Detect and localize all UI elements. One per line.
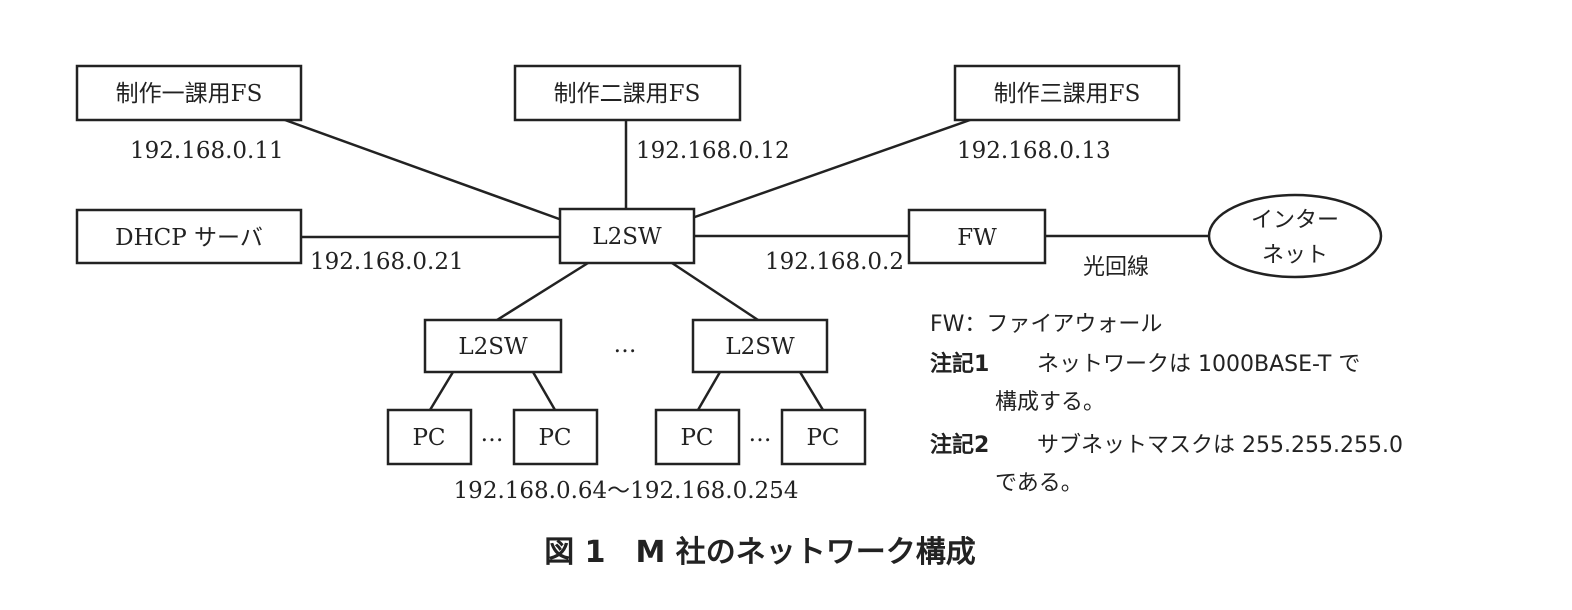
fw-node: FW bbox=[907, 208, 1047, 265]
link-fs3 bbox=[691, 118, 971, 220]
note1-line2: 構成する。 bbox=[995, 390, 1105, 415]
core-switch-label: L2SW bbox=[592, 224, 662, 250]
core-switch-node: L2SW bbox=[558, 207, 696, 265]
links bbox=[284, 118, 1209, 411]
switch-left-label: L2SW bbox=[458, 334, 528, 360]
link-pc bbox=[428, 371, 455, 411]
dhcp-label: DHCP サーバ bbox=[115, 225, 263, 251]
notes: FW：ファイアウォール 注記1 ネットワークは 1000BASE-T で 構成す… bbox=[930, 312, 1403, 496]
link-pc bbox=[531, 371, 557, 411]
link-pc bbox=[696, 371, 722, 411]
internet-label-line2: ネット bbox=[1262, 243, 1328, 268]
pc-address-range: 192.168.0.64～192.168.0.254 bbox=[454, 478, 799, 504]
pc-label: PC bbox=[538, 425, 571, 451]
switch-right-label: L2SW bbox=[725, 334, 795, 360]
link-fs1 bbox=[284, 118, 563, 222]
internet-label-line1: インター bbox=[1251, 208, 1339, 233]
fw-address: 192.168.0.2 bbox=[765, 249, 904, 275]
note2-line1: サブネットマスクは 255.255.255.0 bbox=[1037, 433, 1403, 458]
fs1-address: 192.168.0.11 bbox=[130, 138, 284, 164]
pc-node: PC bbox=[512, 408, 599, 466]
switch-right-node: L2SW bbox=[691, 318, 829, 374]
note2-label: 注記2 bbox=[930, 432, 989, 458]
pc-node: PC bbox=[386, 408, 473, 466]
pc-label: PC bbox=[806, 425, 839, 451]
pc-ellipsis: … bbox=[481, 421, 504, 447]
fs2-address: 192.168.0.12 bbox=[636, 138, 790, 164]
optical-line-label: 光回線 bbox=[1083, 255, 1149, 280]
fs1-label: 制作一課用FS bbox=[116, 81, 263, 107]
note1-label: 注記1 bbox=[930, 351, 989, 377]
dhcp-node: DHCP サーバ bbox=[75, 208, 303, 265]
fs1-node: 制作一課用FS bbox=[75, 64, 303, 122]
fw-label: FW bbox=[957, 225, 997, 251]
pc-ellipsis: … bbox=[749, 421, 772, 447]
note1-line1: ネットワークは 1000BASE-T で bbox=[1037, 352, 1360, 377]
link-switch-right bbox=[671, 261, 759, 322]
fs3-label: 制作三課用FS bbox=[994, 81, 1141, 107]
pc-node: PC bbox=[654, 408, 741, 466]
link-switch-left bbox=[496, 261, 589, 322]
link-pc bbox=[798, 371, 825, 411]
fs2-label: 制作二課用FS bbox=[554, 81, 701, 107]
switch-left-node: L2SW bbox=[423, 318, 563, 374]
pc-node: PC bbox=[780, 408, 867, 466]
fs3-address: 192.168.0.13 bbox=[957, 138, 1111, 164]
fs2-node: 制作二課用FS bbox=[513, 64, 742, 122]
pc-label: PC bbox=[680, 425, 713, 451]
internet-cloud-icon bbox=[1207, 193, 1383, 279]
fs3-node: 制作三課用FS bbox=[953, 64, 1181, 122]
fw-legend: FW：ファイアウォール bbox=[930, 312, 1162, 337]
pc-label: PC bbox=[412, 425, 445, 451]
dhcp-address: 192.168.0.21 bbox=[310, 249, 464, 275]
figure-caption: 図 1 M 社のネットワーク構成 bbox=[544, 535, 976, 570]
internet-node: インター ネット bbox=[1207, 193, 1383, 279]
note2-line2: である。 bbox=[995, 471, 1083, 496]
switch-ellipsis: … bbox=[614, 332, 637, 358]
